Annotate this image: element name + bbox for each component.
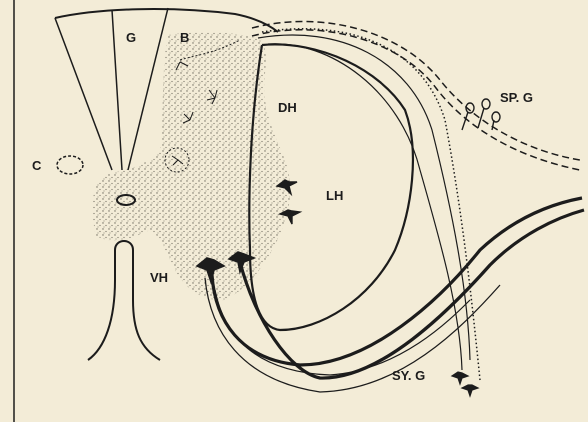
label-b: B: [180, 30, 189, 45]
dotted-fibre: [262, 29, 480, 380]
anterior-fissure: [88, 241, 160, 360]
spinal-ganglion-cells: [462, 99, 500, 130]
label-c: C: [32, 158, 42, 173]
label-vh: VH: [150, 270, 168, 285]
label-sy-g: SY. G: [392, 368, 425, 383]
label-dh: DH: [278, 100, 297, 115]
ventral-root-2: [240, 210, 584, 378]
gracilis-septum-mid: [112, 10, 122, 170]
label-lh: LH: [326, 188, 343, 203]
column-c-oval: [57, 156, 83, 174]
label-g: G: [126, 30, 136, 45]
sympathetic-ganglion-cells: [452, 372, 478, 396]
label-sp-g: SP. G: [500, 90, 533, 105]
gracilis-septum-left: [55, 18, 112, 170]
